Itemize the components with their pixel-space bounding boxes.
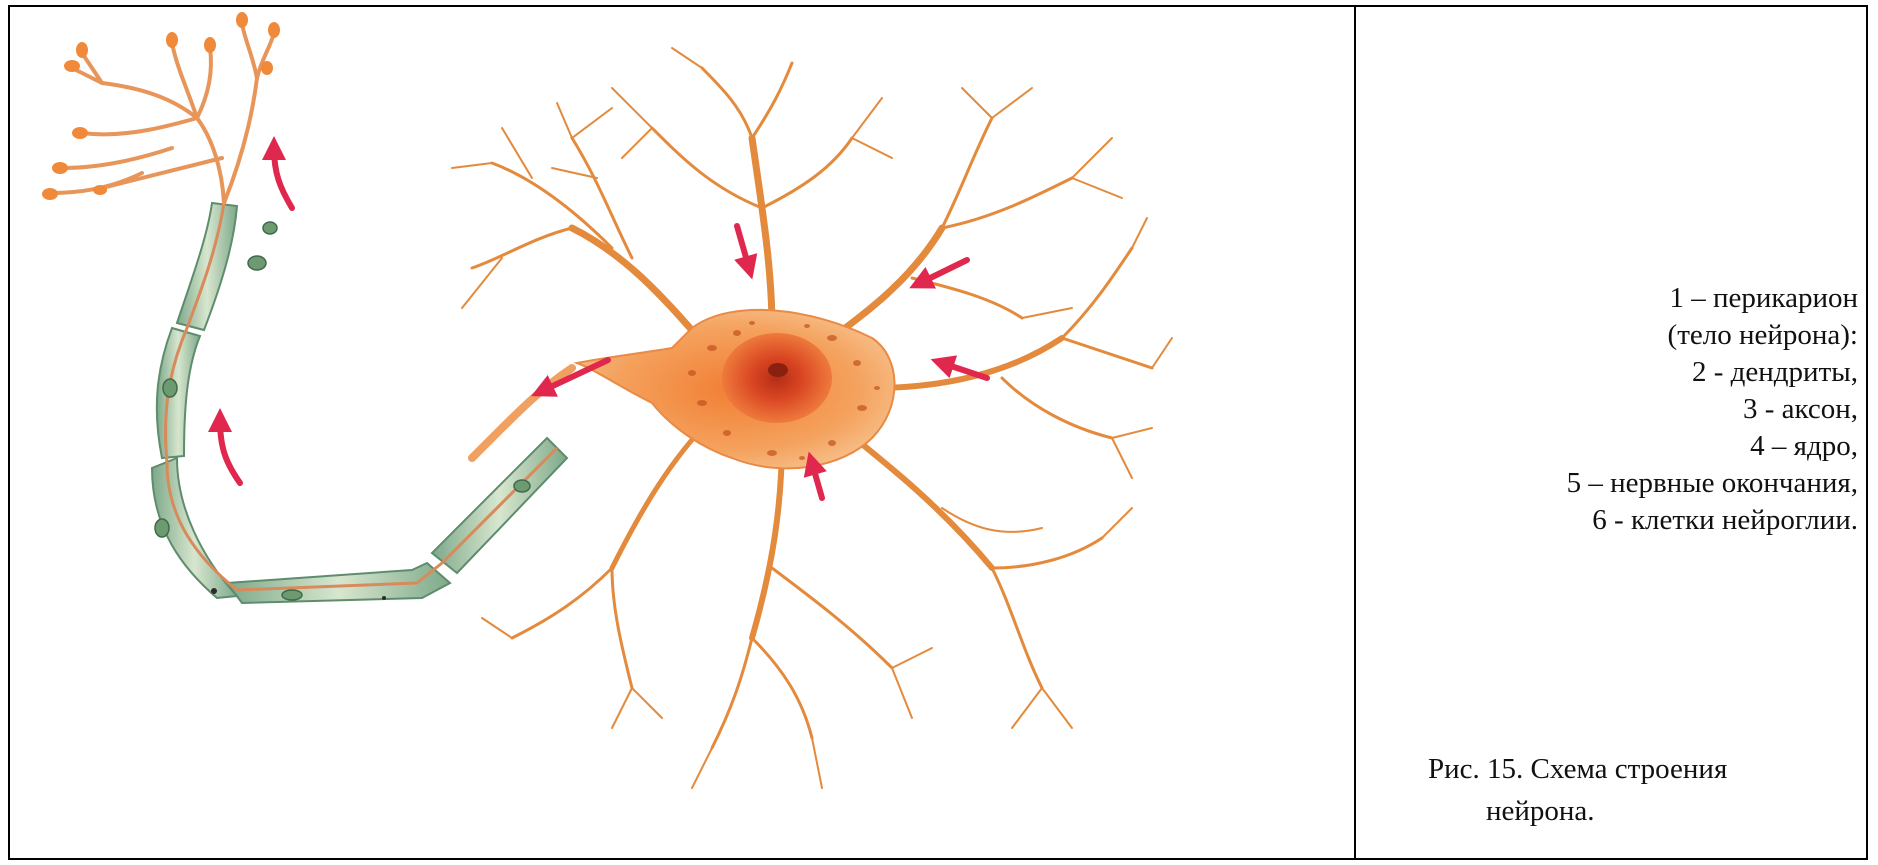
- legend-item: 4 – ядро,: [1356, 428, 1858, 465]
- caption-line-1: Рис. 15. Схема строения: [1428, 748, 1727, 790]
- legend-item: 1 – перикарион: [1356, 280, 1858, 317]
- myelin-sheath: [152, 203, 567, 603]
- legend: 1 – перикарион (тело нейрона): 2 - дендр…: [1356, 280, 1866, 539]
- legend-item: 3 - аксон,: [1356, 391, 1858, 428]
- caption-line-2: нейрона.: [1428, 790, 1727, 832]
- legend-item: (тело нейрона):: [1356, 317, 1858, 354]
- legend-item: 5 – нервные окончания,: [1356, 465, 1858, 502]
- neuron-diagram: [12, 8, 1352, 856]
- legend-item: 2 - дендриты,: [1356, 354, 1858, 391]
- nucleolus: [768, 363, 788, 377]
- nucleus: [722, 333, 832, 423]
- legend-item: 6 - клетки нейроглии.: [1356, 502, 1858, 539]
- figure-caption: Рис. 15. Схема строения нейрона.: [1428, 748, 1727, 832]
- white-patch: [820, 293, 858, 311]
- axon: [152, 203, 572, 603]
